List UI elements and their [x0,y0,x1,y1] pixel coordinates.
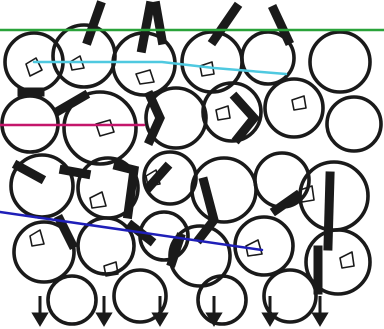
bar [64,170,86,174]
bar [156,6,162,40]
bar [328,176,330,246]
